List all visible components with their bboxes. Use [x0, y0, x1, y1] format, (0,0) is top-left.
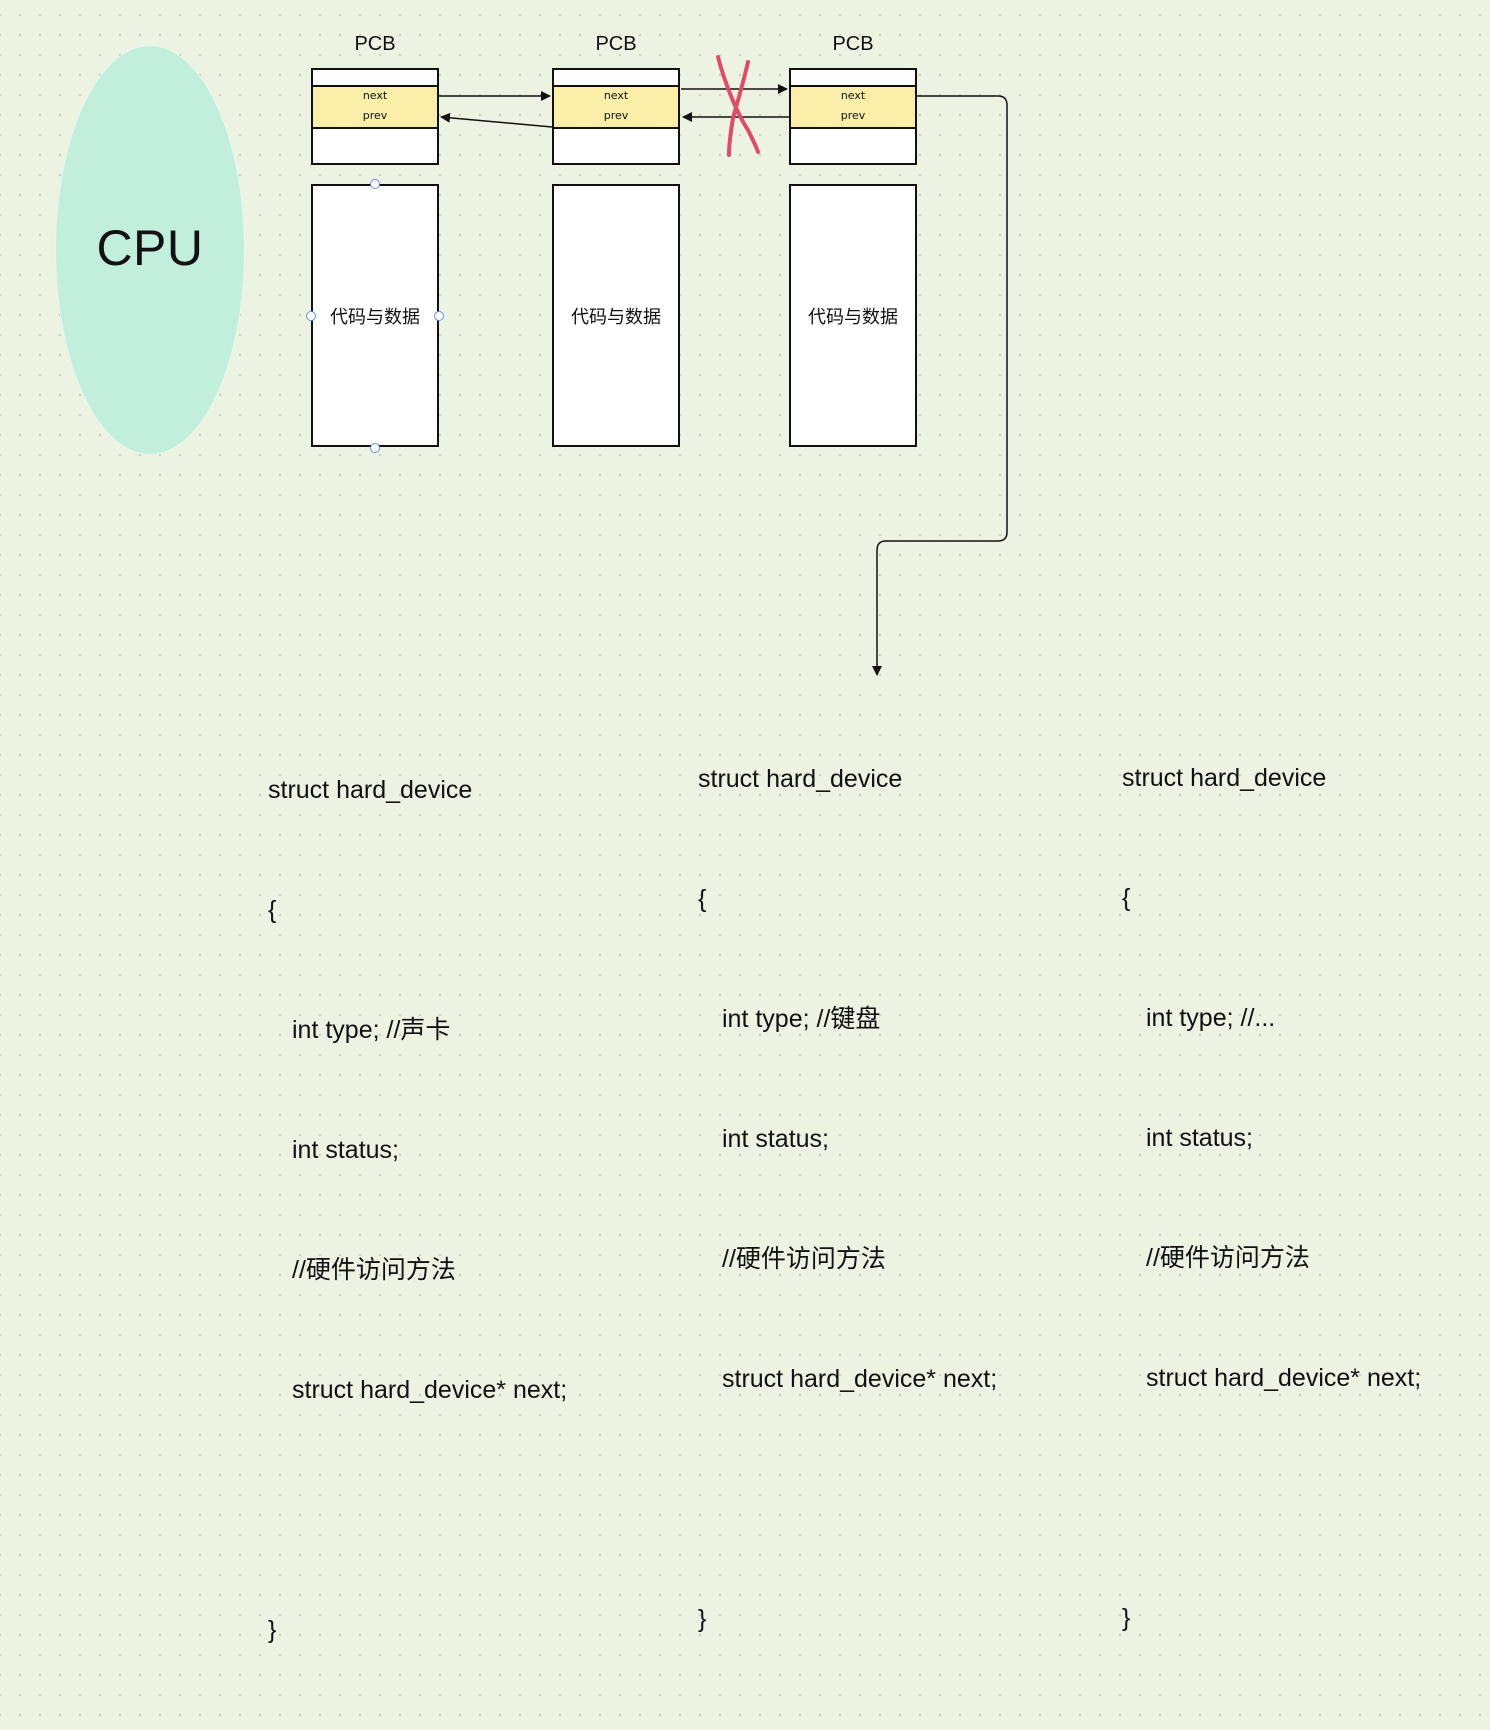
code-data-label-3: 代码与数据 [808, 306, 898, 328]
pcb-box-1[interactable]: next prev [311, 68, 439, 165]
struct-1-open-brace: { [268, 896, 277, 924]
cross-out-mark [716, 55, 760, 157]
struct-3-blank-line [1122, 1478, 1421, 1518]
struct-3-close-brace: } [1122, 1604, 1131, 1632]
struct-block-2: struct hard_device { int type; //键盘 int … [698, 679, 997, 1719]
pcb-title-3: PCB [832, 33, 874, 55]
struct-1-next-line: struct hard_device* next; [292, 1376, 568, 1404]
struct-1-status-line: int status; [292, 1136, 399, 1164]
connector-layer [439, 55, 1008, 676]
cpu-label: CPU [96, 219, 204, 276]
pcb-1-next-field: next [313, 85, 437, 109]
struct-2-type-line: int type; //键盘 [722, 1005, 881, 1033]
diagram-canvas: CPU PCB next prev 代码与数据 PCB next prev 代码… [55, 33, 1421, 1644]
struct-2-open-brace: { [698, 885, 707, 913]
struct-2-next-line: struct hard_device* next; [722, 1365, 998, 1393]
code-data-label-2: 代码与数据 [571, 306, 661, 328]
code-data-box-3[interactable]: 代码与数据 [789, 184, 917, 447]
struct-2-blank-line [698, 1479, 997, 1519]
struct-1-blank-line [268, 1490, 567, 1530]
selection-handle-bottom[interactable] [370, 443, 380, 453]
struct-2-comment-line: //硬件访问方法 [722, 1245, 886, 1273]
struct-1-type-line: int type; //声卡 [292, 1016, 451, 1044]
struct-3-comment-line: //硬件访问方法 [1146, 1244, 1310, 1272]
struct-2-status-line: int status; [722, 1125, 829, 1153]
selection-handle-right[interactable] [434, 311, 444, 321]
struct-3-open-brace: { [1122, 884, 1131, 912]
struct-2-header: struct hard_device [698, 765, 903, 793]
pcb-box-3[interactable]: next prev [789, 68, 917, 165]
struct-block-3: struct hard_device { int type; //... int… [1122, 678, 1421, 1718]
selection-handle-top[interactable] [370, 179, 380, 189]
struct-3-next-line: struct hard_device* next; [1146, 1364, 1422, 1392]
arrow-pcb3-next-to-struct[interactable] [872, 95, 1008, 676]
code-data-label-1: 代码与数据 [330, 306, 420, 328]
pcb-1-prev-field: prev [313, 107, 437, 129]
struct-block-1: struct hard_device { int type; //声卡 int … [268, 690, 567, 1730]
selection-handle-left[interactable] [306, 311, 316, 321]
cpu-ellipse[interactable]: CPU [55, 45, 245, 455]
code-data-box-2[interactable]: 代码与数据 [552, 184, 680, 447]
struct-1-comment-line: //硬件访问方法 [292, 1256, 456, 1284]
pcb-3-prev-field: prev [791, 107, 915, 129]
pcb-box-2[interactable]: next prev [552, 68, 680, 165]
arrow-pcb2-prev-to-pcb1[interactable] [440, 112, 553, 128]
struct-2-close-brace: } [698, 1605, 707, 1633]
struct-1-close-brace: } [268, 1616, 277, 1644]
struct-3-type-line: int type; //... [1146, 1004, 1276, 1032]
struct-3-status-line: int status; [1146, 1124, 1253, 1152]
struct-3-header: struct hard_device [1122, 764, 1327, 792]
pcb-title-2: PCB [595, 33, 637, 55]
struct-1-header: struct hard_device [268, 776, 473, 804]
pcb-title-1: PCB [354, 33, 396, 55]
pcb-2-prev-field: prev [554, 107, 678, 129]
